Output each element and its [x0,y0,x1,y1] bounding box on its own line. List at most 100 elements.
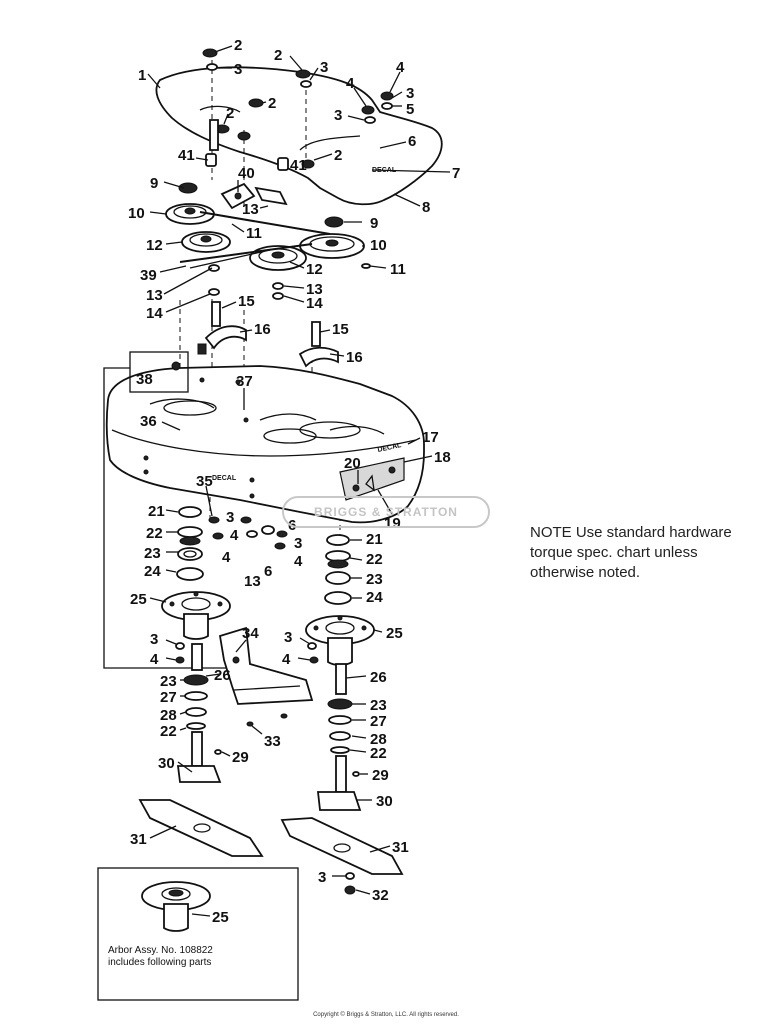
top-hardware [202,48,394,171]
callout-24: 24 [144,563,161,580]
pulley-left-upper [165,182,215,225]
callout-31: 31 [130,831,147,848]
callout-33: 33 [264,733,281,750]
callout-2: 2 [268,95,276,112]
callout-12: 12 [306,261,323,278]
callout-37: 37 [236,373,253,390]
callout-15: 15 [332,321,349,338]
callout-21: 21 [148,503,165,520]
callout-8: 8 [422,199,430,216]
callout-3: 3 [234,61,242,78]
callout-16: 16 [346,349,363,366]
callout-4: 4 [150,651,159,668]
drive-belt [179,211,331,269]
spacer-blocks [197,325,339,368]
callout-13: 13 [242,201,259,218]
callout-6: 6 [264,563,272,580]
callout-29: 29 [372,767,389,784]
callout-34: 34 [242,625,259,642]
callout-40: 40 [238,165,255,182]
callout-35: 35 [196,473,213,490]
callout-18: 18 [434,449,451,466]
callout-23: 23 [160,673,177,690]
callout-17: 17 [422,429,439,446]
callout-3: 3 [226,509,234,526]
callout-3: 3 [294,535,302,552]
callout-30: 30 [158,755,175,772]
callout-41: 41 [178,147,195,164]
blade-left [138,799,264,857]
copyright-text: Copyright © Briggs & Stratton, LLC. All … [313,1012,459,1018]
callout-3: 3 [150,631,158,648]
arbor-assembly-inset [97,867,299,1001]
callout-7: 7 [452,165,460,182]
callout-14: 14 [146,305,163,322]
callout-21: 21 [366,531,383,548]
pulley-right [299,216,365,259]
callout-11: 11 [390,261,406,278]
deck-baffle [218,626,314,727]
callout-2: 2 [274,47,282,64]
callout-22: 22 [160,723,177,740]
callout-22: 22 [366,551,383,568]
callout-9: 9 [370,215,378,232]
callout-26: 26 [370,669,387,686]
inset-caption-line-1: Arbor Assy. No. 108822 [108,945,213,956]
callout-2: 2 [226,105,234,122]
callout-4: 4 [396,59,405,76]
callout-23: 23 [144,545,161,562]
callout-23: 23 [370,697,387,714]
callout-3: 3 [284,629,292,646]
callout-2: 2 [334,147,342,164]
inset-caption-line-2: includes following parts [108,957,212,968]
callout-30: 30 [376,793,393,810]
callout-32: 32 [372,887,389,904]
callout-3: 3 [318,869,326,886]
callout-41: 41 [290,157,307,174]
callout-20: 20 [344,455,361,472]
callout-6: 6 [408,133,416,150]
callout-38: 38 [136,371,153,388]
callout-12: 12 [146,237,163,254]
callout-22: 22 [370,745,387,762]
note-line-3: otherwise noted. [530,564,641,581]
callout-24: 24 [366,589,383,606]
hardware-note: NOTE Use standard hardware torque spec. … [530,523,762,583]
callout-25: 25 [386,625,403,642]
brand-watermark: BRIGGS & STRATTON [282,496,490,528]
inset-callout-25: 25 [212,909,229,926]
arbor-housing-left [161,591,231,640]
callout-28: 28 [160,707,177,724]
callout-15: 15 [238,293,255,310]
note-line-1: NOTE Use standard hardware [530,524,732,541]
callout-2: 2 [234,37,242,54]
blade-right [280,817,404,895]
idler-bracket [220,182,288,210]
callout-10: 10 [128,205,145,222]
arbor-hardware-right [324,534,352,605]
mower-deck: DECAL DECAL [105,361,425,524]
callout-1: 1 [138,67,146,84]
callout-4: 4 [230,527,239,544]
pulley-hardware [208,263,371,347]
note-line-2: torque spec. chart unless [530,544,698,561]
callout-25: 25 [130,591,147,608]
callout-23: 23 [366,571,383,588]
callout-13: 13 [244,573,261,590]
callout-28: 28 [370,731,387,748]
callout-4: 4 [222,549,231,566]
callout-3: 3 [406,85,414,102]
callout-4: 4 [346,75,355,92]
callout-4: 4 [294,553,303,570]
inset-caption: Arbor Assy. No. 108822 includes followin… [108,945,288,969]
callout-16: 16 [254,321,271,338]
deck-fasteners [208,516,288,550]
callout-13: 13 [146,287,163,304]
callout-26: 26 [214,667,231,684]
arbor-hardware-left [176,506,204,581]
deck-decal-text: DECAL [212,475,237,482]
callout-14: 14 [306,295,323,312]
callout-27: 27 [160,689,177,706]
callout-39: 39 [140,267,157,284]
